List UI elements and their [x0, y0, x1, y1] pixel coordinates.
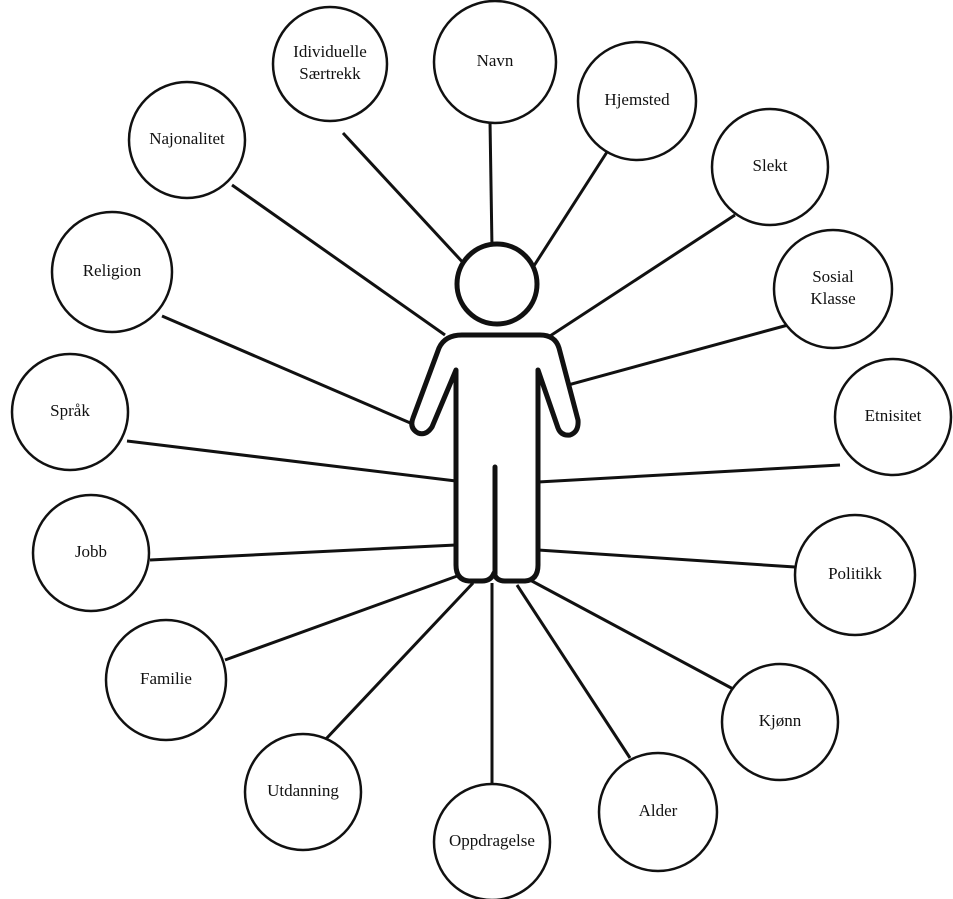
node-label-navn: Navn [477, 51, 514, 70]
connector-utdanning [323, 581, 475, 742]
connector-najonalitet [231, 183, 446, 337]
connector-lines [126, 120, 841, 784]
connector-individuelle [341, 131, 470, 270]
node-label-hjemsted: Hjemsted [604, 90, 670, 109]
node-politikk: Politikk [793, 513, 917, 637]
node-circle-familie [104, 618, 228, 742]
connector-familie [224, 573, 461, 662]
node-alder: Alder [597, 751, 719, 873]
node-religion: Religion [50, 210, 174, 334]
connector-hjemsted [528, 151, 609, 273]
node-jobb: Jobb [31, 493, 151, 613]
node-kjonn: Kjønn [720, 662, 840, 782]
node-label-politikk: Politikk [828, 564, 882, 583]
node-label-religion: Religion [83, 261, 142, 280]
node-label-sprak: Språk [50, 401, 90, 420]
node-circle-religion [50, 210, 174, 334]
person-icon [409, 241, 581, 584]
node-label-sosial-klasse-2: Klasse [810, 289, 855, 308]
node-label-individuelle-2: Særtrekk [299, 64, 361, 83]
node-circle-politikk [793, 513, 917, 637]
node-circle-sosial-klasse [772, 228, 894, 350]
connector-sprak [126, 439, 457, 483]
node-label-individuelle-1: Idividuelle [293, 42, 367, 61]
node-label-etnisitet: Etnisitet [865, 406, 922, 425]
connector-religion [161, 314, 416, 427]
node-circle-hjemsted [576, 40, 698, 162]
node-circle-sprak [10, 352, 130, 472]
node-label-najonalitet: Najonalitet [149, 129, 225, 148]
node-slekt: Slekt [710, 107, 830, 227]
person-head [454, 241, 540, 327]
connector-navn [488, 120, 494, 249]
node-sprak: Språk [10, 352, 130, 472]
node-navn: Navn [432, 0, 558, 125]
node-circle-individuelle [271, 5, 389, 123]
node-circle-alder [597, 751, 719, 873]
connector-alder [515, 584, 632, 759]
node-label-utdanning: Utdanning [267, 781, 339, 800]
node-circle-oppdragelse [432, 782, 552, 899]
node-oppdragelse: Oppdragelse [432, 782, 552, 899]
node-label-kjonn: Kjønn [759, 711, 802, 730]
connector-slekt [549, 213, 736, 338]
node-label-slekt: Slekt [753, 156, 788, 175]
node-circle-navn [432, 0, 558, 125]
node-etnisitet: Etnisitet [833, 357, 953, 477]
node-label-jobb: Jobb [75, 542, 107, 561]
connector-sosial-klasse [567, 323, 789, 387]
node-circle-slekt [710, 107, 830, 227]
node-circle-jobb [31, 493, 151, 613]
connector-jobb [149, 543, 457, 562]
node-label-familie: Familie [140, 669, 192, 688]
node-circle-kjonn [720, 662, 840, 782]
node-najonalitet: Najonalitet [127, 80, 247, 200]
node-circle-etnisitet [833, 357, 953, 477]
connector-politikk [537, 548, 796, 569]
node-label-alder: Alder [639, 801, 678, 820]
connector-kjonn [529, 578, 736, 692]
node-familie: Familie [104, 618, 228, 742]
node-circle-najonalitet [127, 80, 247, 200]
node-circle-utdanning [243, 732, 363, 852]
node-utdanning: Utdanning [243, 732, 363, 852]
node-label-oppdragelse: Oppdragelse [449, 831, 535, 850]
node-label-sosial-klasse-1: Sosial [812, 267, 854, 286]
node-hjemsted: Hjemsted [576, 40, 698, 162]
connector-etnisitet [537, 463, 841, 484]
